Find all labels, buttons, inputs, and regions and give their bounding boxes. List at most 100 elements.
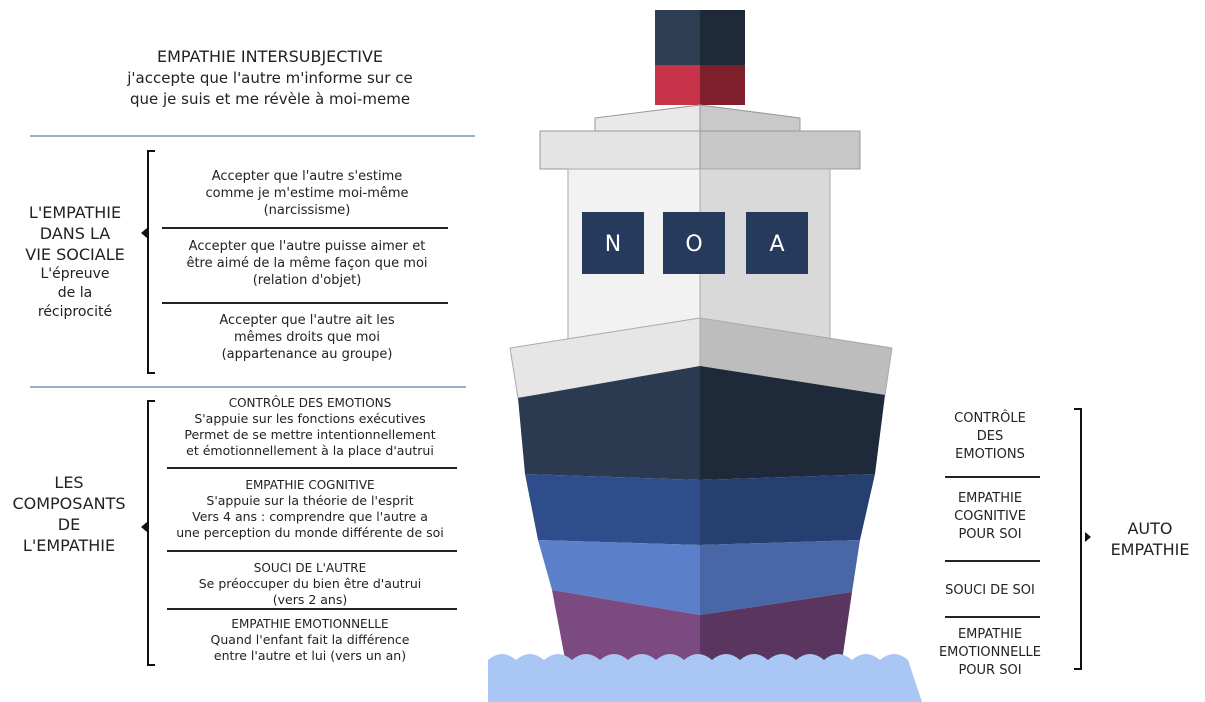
social-item-line: Accepter que l'autre s'estime — [211, 169, 403, 184]
auto-item: EMPATHIE COGNITIVE POUR SOI — [935, 490, 1045, 544]
bridge-left — [539, 130, 701, 170]
auto-item-line: EMOTIONS — [955, 447, 1025, 462]
social-sub-line: réciprocité — [37, 304, 113, 320]
window-a — [746, 212, 808, 274]
components-label-line: LES — [54, 473, 84, 492]
auto-label: AUTO EMPATHIE — [1095, 518, 1205, 560]
auto-item-line: POUR SOI — [958, 527, 1022, 542]
subtitle-line: que je suis et me révèle à moi-meme — [129, 90, 411, 108]
social-label: L'EMPATHIE DANS LA VIE SOCIALE L'épreuve… — [14, 202, 136, 322]
hull-top-right — [700, 366, 885, 480]
hull-band-light-right — [700, 540, 860, 615]
auto-item-line: CONTRÔLE — [954, 411, 1026, 426]
auto-item-line: DES — [976, 429, 1004, 444]
item-divider — [167, 467, 457, 469]
auto-item-line: EMPATHIE — [957, 627, 1023, 642]
item-divider — [167, 608, 457, 610]
window-letter: A — [769, 232, 784, 257]
social-item: Accepter que l'autre ait les mêmes droit… — [162, 312, 452, 363]
auto-item-line: POUR SOI — [958, 663, 1022, 678]
component-head: SOUCI DE L'AUTRE — [253, 561, 367, 575]
component-item: EMPATHIE EMOTIONNELLE Quand l'enfant fai… — [160, 616, 460, 664]
auto-item-line: SOUCI DE SOI — [945, 583, 1035, 598]
component-line: Quand l'enfant fait la différence — [210, 632, 410, 647]
hull-band-light-left — [538, 540, 700, 615]
social-bracket-notch — [141, 228, 147, 238]
hull-top-left — [518, 366, 700, 480]
components-label-line: L'EMPATHIE — [22, 536, 116, 555]
bridge-right — [699, 130, 861, 170]
component-line: (vers 2 ans) — [272, 592, 348, 607]
component-head: EMPATHIE COGNITIVE — [245, 478, 375, 492]
social-item-line: Accepter que l'autre ait les — [219, 313, 395, 328]
component-item: SOUCI DE L'AUTRE Se préoccuper du bien ê… — [160, 560, 460, 608]
auto-label-line: AUTO — [1127, 519, 1173, 538]
components-label-line: COMPOSANTS — [12, 494, 126, 513]
funnel-top-right — [700, 10, 745, 65]
social-sub-line: L'épreuve — [40, 266, 110, 282]
social-item-line: (relation d'objet) — [252, 273, 362, 288]
item-divider — [945, 616, 1040, 618]
component-line: S'appuie sur la théorie de l'esprit — [206, 493, 414, 508]
section-divider — [30, 135, 475, 137]
water — [488, 654, 922, 702]
component-line: Se préoccuper du bien être d'autrui — [198, 576, 422, 591]
ship-illustration: N O A — [488, 10, 922, 702]
auto-item: CONTRÔLE DES EMOTIONS — [935, 410, 1045, 464]
social-item-line: (narcissisme) — [263, 203, 351, 218]
component-item: CONTRÔLE DES EMOTIONS S'appuie sur les f… — [160, 395, 460, 459]
component-line: une perception du monde différente de so… — [176, 525, 444, 540]
item-divider — [167, 550, 457, 552]
social-item-line: comme je m'estime moi-même — [205, 186, 409, 201]
hull-band-blue-left — [525, 474, 700, 545]
intersubjective-subtitle: j'accepte que l'autre m'informe sur ce q… — [90, 68, 450, 110]
window-n — [582, 212, 644, 274]
window-letter: O — [685, 232, 702, 257]
social-item-line: Accepter que l'autre puisse aimer et — [188, 239, 426, 254]
social-label-line: DANS LA — [39, 224, 111, 243]
funnel-top-left — [655, 10, 700, 65]
window-o — [663, 212, 725, 274]
auto-label-line: EMPATHIE — [1110, 540, 1190, 559]
window-letter: N — [605, 232, 621, 257]
social-item: Accepter que l'autre puisse aimer et êtr… — [162, 238, 452, 289]
item-divider — [162, 302, 448, 304]
section-divider — [30, 386, 466, 388]
auto-item: SOUCI DE SOI — [935, 582, 1045, 600]
components-bracket — [147, 400, 155, 666]
item-divider — [945, 560, 1040, 562]
component-head: CONTRÔLE DES EMOTIONS — [228, 396, 392, 410]
social-sub-line: de la — [57, 285, 93, 301]
auto-item-line: COGNITIVE — [954, 509, 1026, 524]
component-line: et émotionnellement à la place d'autrui — [186, 443, 434, 458]
component-item: EMPATHIE COGNITIVE S'appuie sur la théor… — [160, 477, 460, 541]
subtitle-line: j'accepte que l'autre m'informe sur ce — [127, 69, 413, 87]
upper-deck-left — [594, 104, 701, 133]
auto-item-line: EMOTIONNELLE — [938, 645, 1042, 660]
intersubjective-title: EMPATHIE INTERSUBJECTIVE — [156, 47, 384, 66]
auto-bracket — [1074, 408, 1082, 670]
item-divider — [945, 476, 1040, 478]
social-label-line: VIE SOCIALE — [25, 245, 125, 264]
components-bracket-notch — [141, 522, 147, 532]
components-label-line: DE — [57, 515, 81, 534]
hull-band-blue-right — [700, 474, 875, 545]
components-label: LES COMPOSANTS DE L'EMPATHIE — [8, 472, 130, 556]
item-divider — [162, 227, 448, 229]
auto-item: EMPATHIE EMOTIONNELLE POUR SOI — [935, 626, 1045, 680]
social-item-line: mêmes droits que moi — [234, 330, 380, 345]
component-line: Vers 4 ans : comprendre que l'autre a — [192, 509, 428, 524]
social-item-line: (appartenance au groupe) — [221, 347, 393, 362]
social-label-line: L'EMPATHIE — [28, 203, 122, 222]
funnel-band-right — [700, 65, 745, 105]
auto-item-line: EMPATHIE — [957, 491, 1023, 506]
social-item: Accepter que l'autre s'estime comme je m… — [162, 168, 452, 219]
component-line: S'appuie sur les fonctions exécutives — [194, 411, 426, 426]
component-head: EMPATHIE EMOTIONNELLE — [231, 617, 389, 631]
social-item-line: être aimé de la même façon que moi — [186, 256, 428, 271]
auto-bracket-notch — [1085, 532, 1091, 542]
upper-deck-right — [699, 104, 801, 133]
component-line: entre l'autre et lui (vers un an) — [213, 648, 407, 663]
funnel-band-left — [655, 65, 700, 105]
social-bracket — [147, 150, 155, 374]
